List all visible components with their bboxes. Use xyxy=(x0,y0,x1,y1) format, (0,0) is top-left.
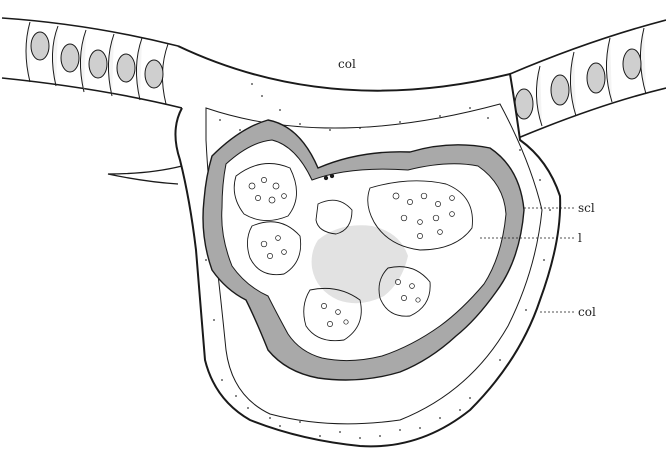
trichome xyxy=(108,166,182,184)
label-l: l xyxy=(578,231,582,245)
label-col-top: col xyxy=(338,57,356,71)
epidermis-left xyxy=(2,18,182,108)
label-col-right: col xyxy=(578,305,596,319)
epidermis-right xyxy=(510,20,666,138)
label-scl: scl xyxy=(578,201,595,215)
